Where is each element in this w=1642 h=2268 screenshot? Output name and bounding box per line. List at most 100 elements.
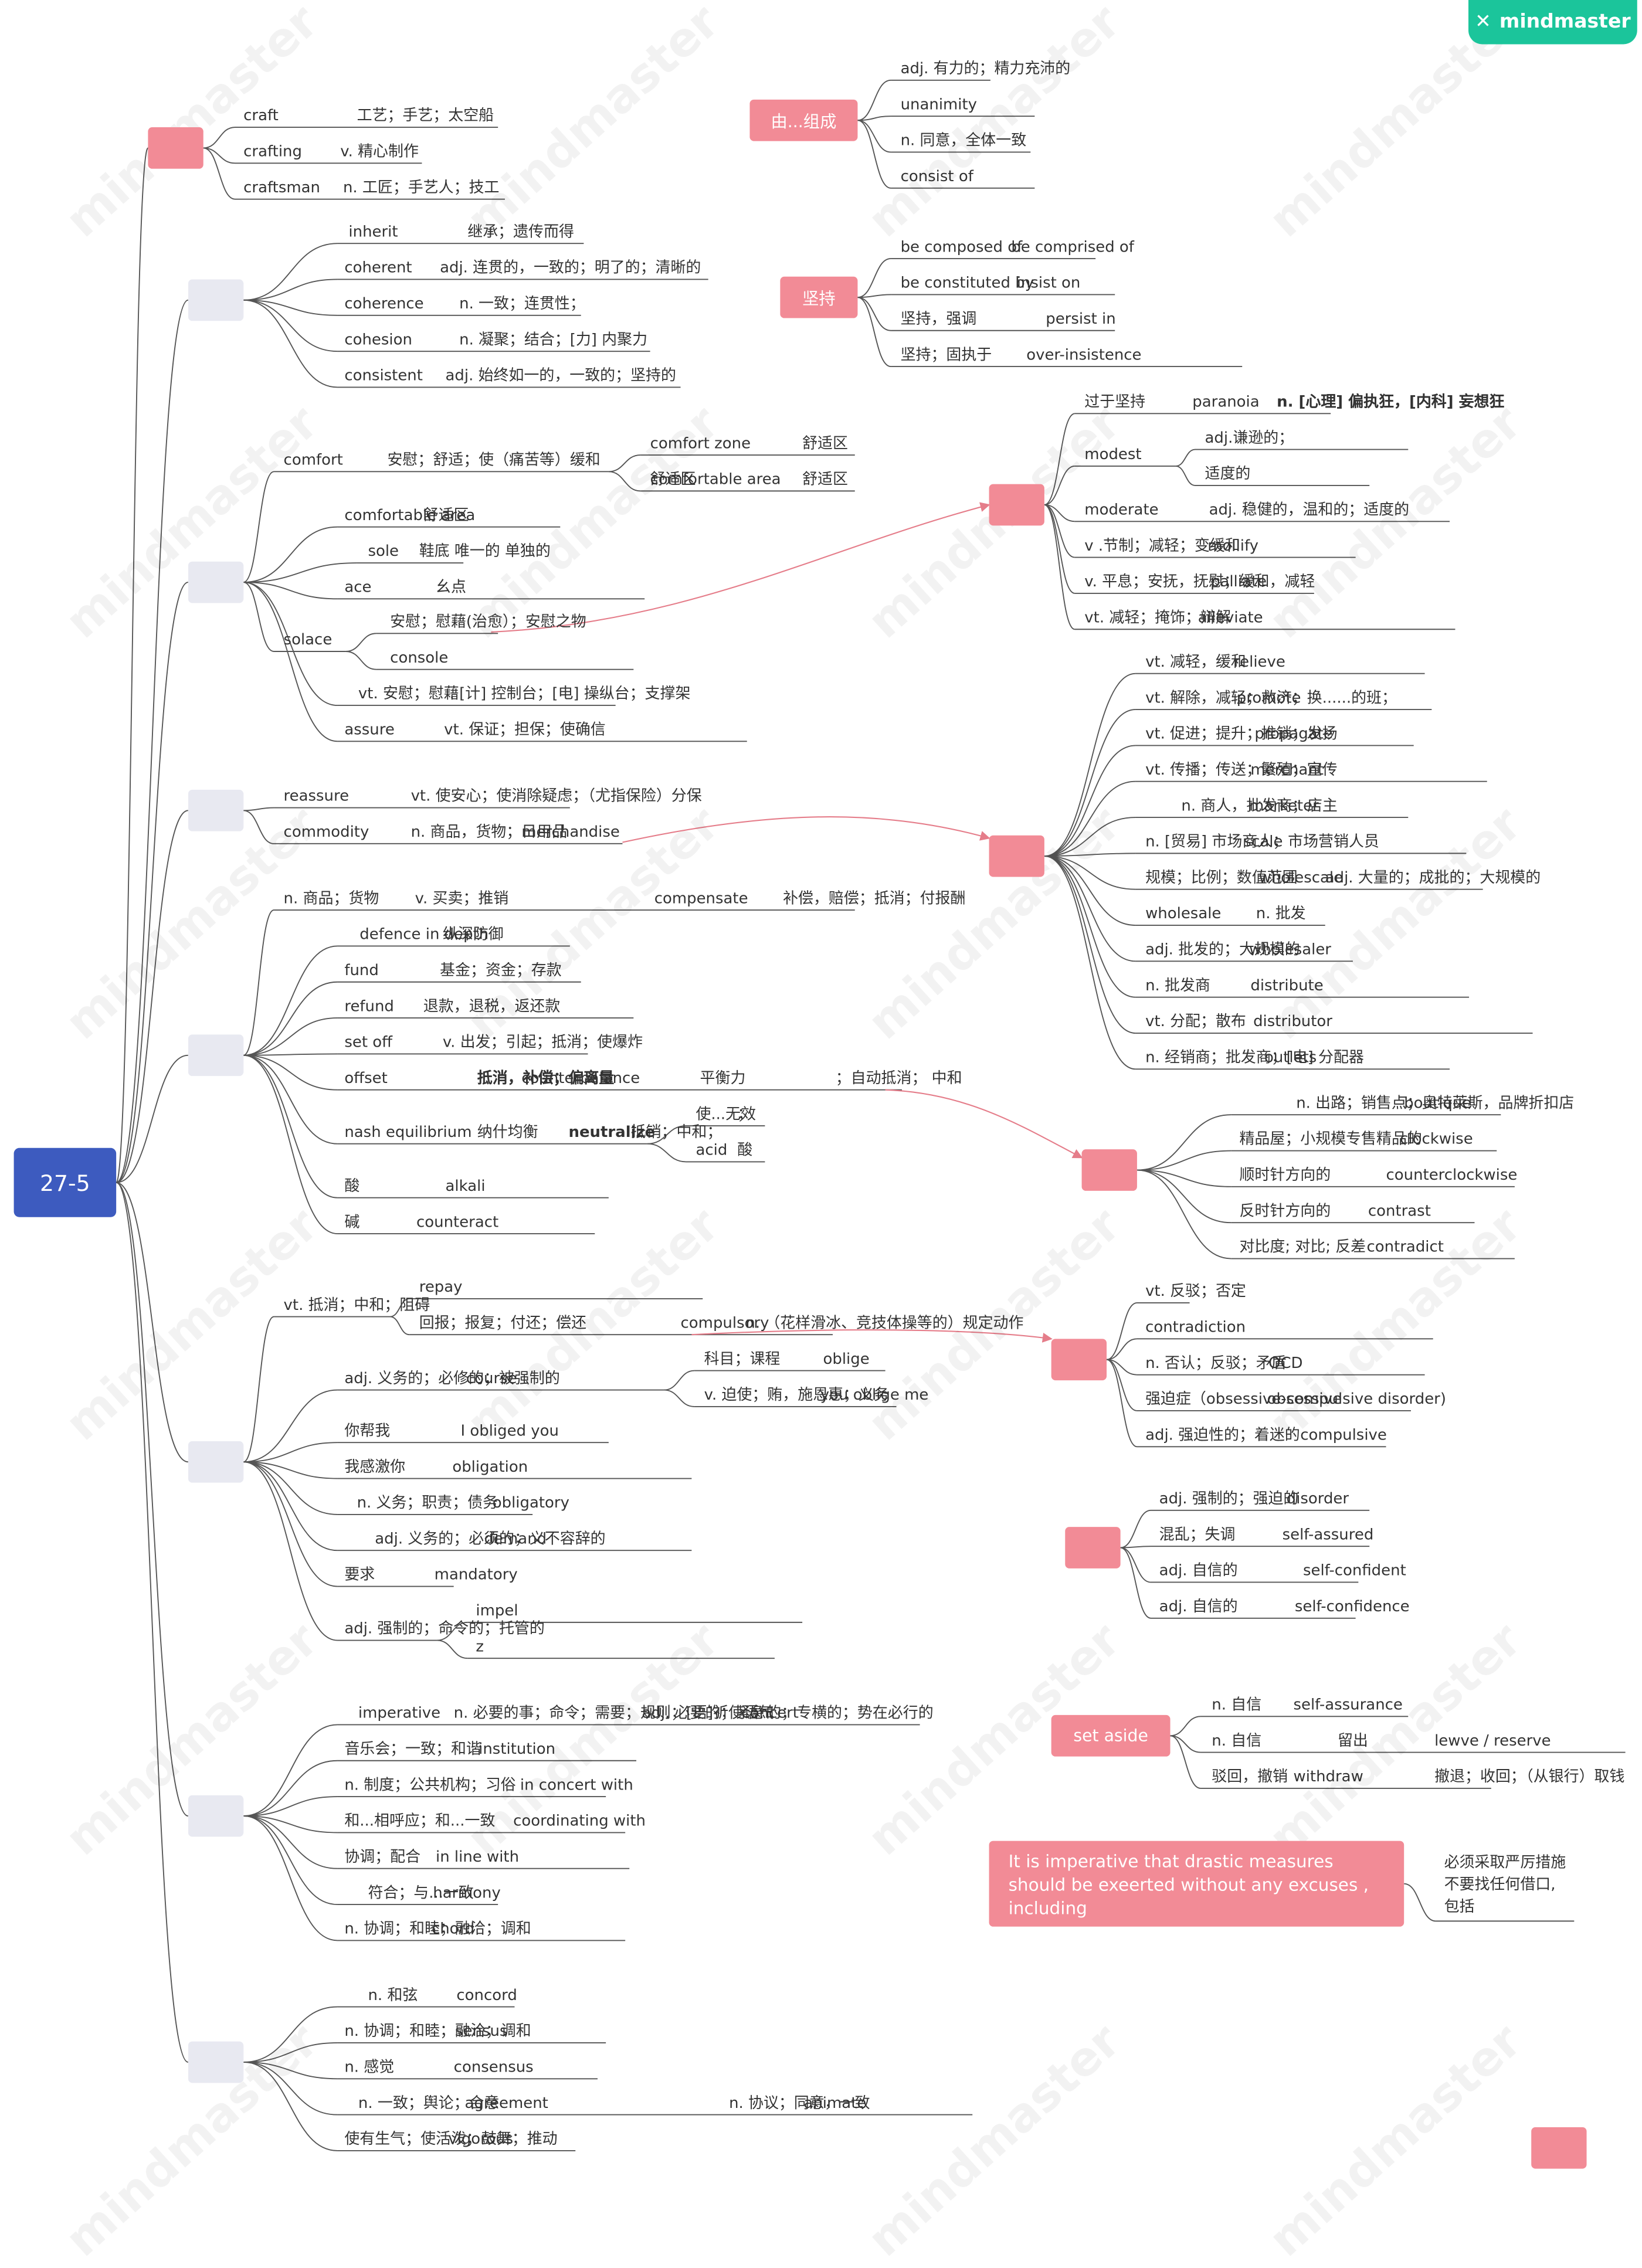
word-98[interactable]: 和...相呼应；和...一致 <box>344 1812 496 1830</box>
word-166[interactable]: distributor <box>1253 1012 1332 1031</box>
word-139[interactable]: mollify <box>1207 537 1259 555</box>
word-26[interactable]: solace <box>283 630 333 649</box>
word-62[interactable]: 酸 <box>737 1141 753 1159</box>
word-70[interactable]: n. （花样滑冰、竞技体操等的）规定动作 <box>745 1313 1024 1332</box>
word-78[interactable]: I obliged you <box>460 1421 559 1440</box>
word-21[interactable]: 舒适区 <box>423 506 469 524</box>
word-154[interactable]: n. [贸易] 市场商人；市场营销人员 <box>1145 832 1379 851</box>
word-80[interactable]: obligation <box>452 1458 528 1476</box>
word-114[interactable]: n. 协议；同意，一致 <box>729 2094 870 2112</box>
word-183[interactable]: 强迫症（obsessive-compulsive disorder) <box>1145 1390 1446 1408</box>
word-104[interactable]: n. 协调；和睦；融洽；调和 <box>344 1920 531 1938</box>
word-173[interactable]: 顺时针方向的 <box>1239 1166 1331 1184</box>
word-142[interactable]: vt. 减轻；掩饰；辩解 <box>1084 608 1231 627</box>
topic-coherent-group[interactable] <box>188 279 244 321</box>
word-77[interactable]: 你帮我 <box>344 1421 391 1440</box>
word-123[interactable]: be comprised of <box>1011 237 1134 256</box>
word-41[interactable]: 补偿，赔偿；抵消；付报酬 <box>783 889 966 908</box>
word-48[interactable]: set off <box>344 1033 393 1051</box>
word-29[interactable]: vt. 安慰；慰藉 <box>358 684 459 703</box>
word-162[interactable]: wholesaler <box>1249 940 1331 959</box>
word-72[interactable]: course <box>466 1369 517 1387</box>
word-102[interactable]: 符合；与...一致 <box>368 1883 474 1902</box>
word-196[interactable]: self-assurance <box>1293 1695 1403 1714</box>
word-90[interactable]: imperative <box>358 1704 441 1722</box>
topic-consensus-group[interactable] <box>188 2041 244 2083</box>
word-129[interactable]: over-insistence <box>1026 345 1142 364</box>
word-179[interactable]: vt. 反驳；否定 <box>1145 1282 1246 1301</box>
word-181[interactable]: n. 否认；反驳；矛盾 <box>1145 1354 1287 1372</box>
word-81[interactable]: n. 义务；职责；债务 <box>357 1493 498 1512</box>
word-138[interactable]: v .节制；减轻；变缓和 <box>1084 537 1240 555</box>
word-16[interactable]: comfort <box>283 450 343 469</box>
word-126[interactable]: 坚持，强调 <box>900 310 977 328</box>
word-62[interactable]: 酸 <box>344 1177 360 1196</box>
word-174[interactable]: counterclockwise <box>1386 1166 1518 1184</box>
word-130[interactable]: 过于坚持 <box>1084 392 1146 411</box>
word-184[interactable]: obsessive <box>1267 1390 1342 1408</box>
word-141[interactable]: palliate <box>1210 572 1267 591</box>
word-199[interactable]: lewve / reserve <box>1434 1731 1551 1750</box>
topic-craft-group[interactable] <box>148 127 203 169</box>
word-121[interactable]: consist of <box>900 167 973 186</box>
word-17[interactable]: 安慰；舒适；使（痛苦等）缓和 <box>387 450 601 469</box>
word-194[interactable]: self-confidence <box>1294 1597 1410 1616</box>
word-124[interactable]: be constituted by <box>900 274 1034 292</box>
word-103[interactable]: harmony <box>433 1883 501 1902</box>
word-127[interactable]: persist in <box>1046 310 1116 328</box>
word-36[interactable]: n. 商品，货物；日用品 <box>410 823 568 841</box>
word-91[interactable]: n. 必要的事；命令；需要；规则；[语]祈使语气 <box>453 1704 774 1722</box>
word-10[interactable]: coherence <box>344 294 424 313</box>
word-182[interactable]: OCD <box>1268 1354 1303 1372</box>
word-176[interactable]: contrast <box>1368 1201 1431 1220</box>
word-31[interactable]: assure <box>344 720 395 739</box>
word-100[interactable]: 协调；配合 <box>344 1848 421 1866</box>
word-170[interactable]: boutique <box>1404 1094 1472 1112</box>
word-57[interactable]: neutralize <box>568 1123 656 1142</box>
word-58[interactable]: 抵销；中和； <box>630 1123 722 1142</box>
word-84[interactable]: demand <box>484 1529 547 1548</box>
word-7[interactable]: 继承；遗传而得 <box>467 222 574 241</box>
word-18[interactable]: comfort zone <box>650 434 751 453</box>
word-177[interactable]: 对比度; 对比; 反差 <box>1239 1238 1366 1256</box>
word-175[interactable]: 反时针方向的 <box>1239 1201 1331 1220</box>
word-152[interactable]: n. 商人，批发商；店主 <box>1181 796 1338 815</box>
word-147[interactable]: promote <box>1236 688 1301 707</box>
word-19[interactable]: 舒适区 <box>802 434 848 453</box>
word-96[interactable]: n. 制度；公共机构；习俗 <box>344 1775 516 1794</box>
word-109[interactable]: sensus <box>455 2022 508 2040</box>
word-50[interactable]: offset <box>344 1069 388 1088</box>
word-73[interactable]: 科目；课程 <box>704 1350 781 1368</box>
word-195[interactable]: n. 自信 <box>1212 1695 1262 1714</box>
word-136[interactable]: moderate <box>1084 500 1159 519</box>
topic-compose[interactable]: 由...组成 <box>749 99 858 141</box>
word-94[interactable]: 音乐会；一致；和谐 <box>344 1740 481 1758</box>
word-74[interactable]: oblige <box>823 1350 870 1368</box>
word-153[interactable]: marketer <box>1249 796 1319 815</box>
word-33[interactable]: reassure <box>283 787 350 805</box>
word-32[interactable]: vt. 保证；担保；使确信 <box>444 720 606 739</box>
word-134[interactable]: adj.谦逊的； <box>1205 429 1294 447</box>
word-25[interactable]: 幺点 <box>436 578 466 596</box>
word-21[interactable]: 舒适区 <box>802 470 848 488</box>
word-188[interactable]: disorder <box>1286 1489 1349 1508</box>
topic-promote-group[interactable] <box>989 835 1044 877</box>
word-118[interactable]: adj. 有力的；精力充沛的 <box>900 59 1071 78</box>
word-110[interactable]: n. 感觉 <box>344 2058 395 2076</box>
word-63[interactable]: alkali <box>445 1177 486 1196</box>
word-192[interactable]: self-confident <box>1302 1561 1406 1580</box>
word-9[interactable]: adj. 连贯的，一致的；明了的；清晰的 <box>440 259 701 277</box>
word-120[interactable]: n. 同意，全体一致 <box>900 131 1027 150</box>
word-15[interactable]: adj. 始终如一的，一致的；坚持的 <box>445 366 676 385</box>
word-65[interactable]: counteract <box>416 1213 499 1231</box>
word-148[interactable]: vt. 促进；提升；推销；发扬 <box>1145 725 1338 743</box>
word-115[interactable]: animate <box>803 2094 867 2112</box>
word-20[interactable]: comfortable area <box>344 506 476 524</box>
word-200[interactable]: 驳回，撤销 <box>1212 1767 1288 1786</box>
word-86[interactable]: mandatory <box>434 1566 518 1584</box>
word-161[interactable]: adj. 批发的；大规模的 <box>1145 940 1300 959</box>
word-1[interactable]: 工艺；手艺；太空船 <box>357 106 494 125</box>
word-14[interactable]: consistent <box>344 366 423 385</box>
word-149[interactable]: propagate <box>1254 725 1333 743</box>
topic-corner[interactable] <box>1531 2127 1587 2169</box>
